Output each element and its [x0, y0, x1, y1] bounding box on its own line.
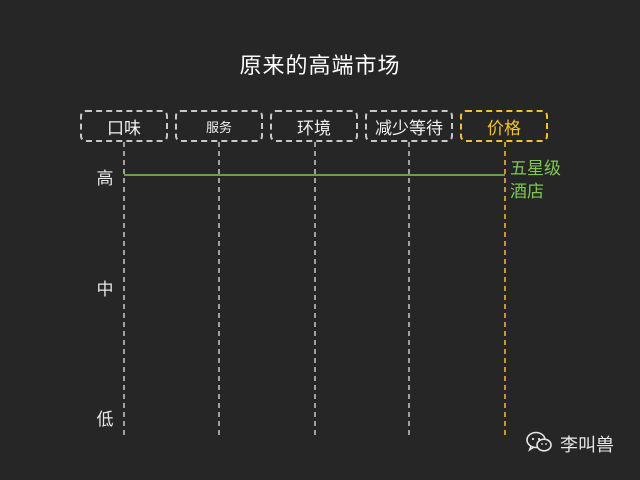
column-header-price: 价格	[460, 110, 548, 142]
column-header-environment: 环境	[270, 110, 358, 142]
level-low-label: 低	[96, 410, 114, 430]
column-header-taste: 口味	[80, 110, 168, 142]
column-header-label: 口味	[107, 118, 141, 139]
level-mid-label: 中	[96, 280, 114, 300]
hotel-label: 五星级 酒店	[510, 158, 561, 204]
hotel-label-line1: 五星级	[510, 159, 561, 179]
hotel-label-line2: 酒店	[510, 182, 544, 202]
diagram-title: 原来的高端市场	[239, 54, 401, 79]
column-header-label: 减少等待	[375, 118, 443, 139]
level-high-label: 高	[96, 169, 114, 189]
column-header-label: 环境	[297, 118, 331, 139]
wechat-icon	[526, 431, 552, 457]
column-header-wait: 减少等待	[365, 110, 453, 142]
watermark: 李叫兽	[526, 431, 614, 457]
column-header-label: 服务	[205, 120, 232, 136]
watermark-text: 李叫兽	[560, 435, 614, 456]
column-header-label: 价格	[487, 118, 521, 139]
column-header-service: 服务	[175, 110, 263, 142]
